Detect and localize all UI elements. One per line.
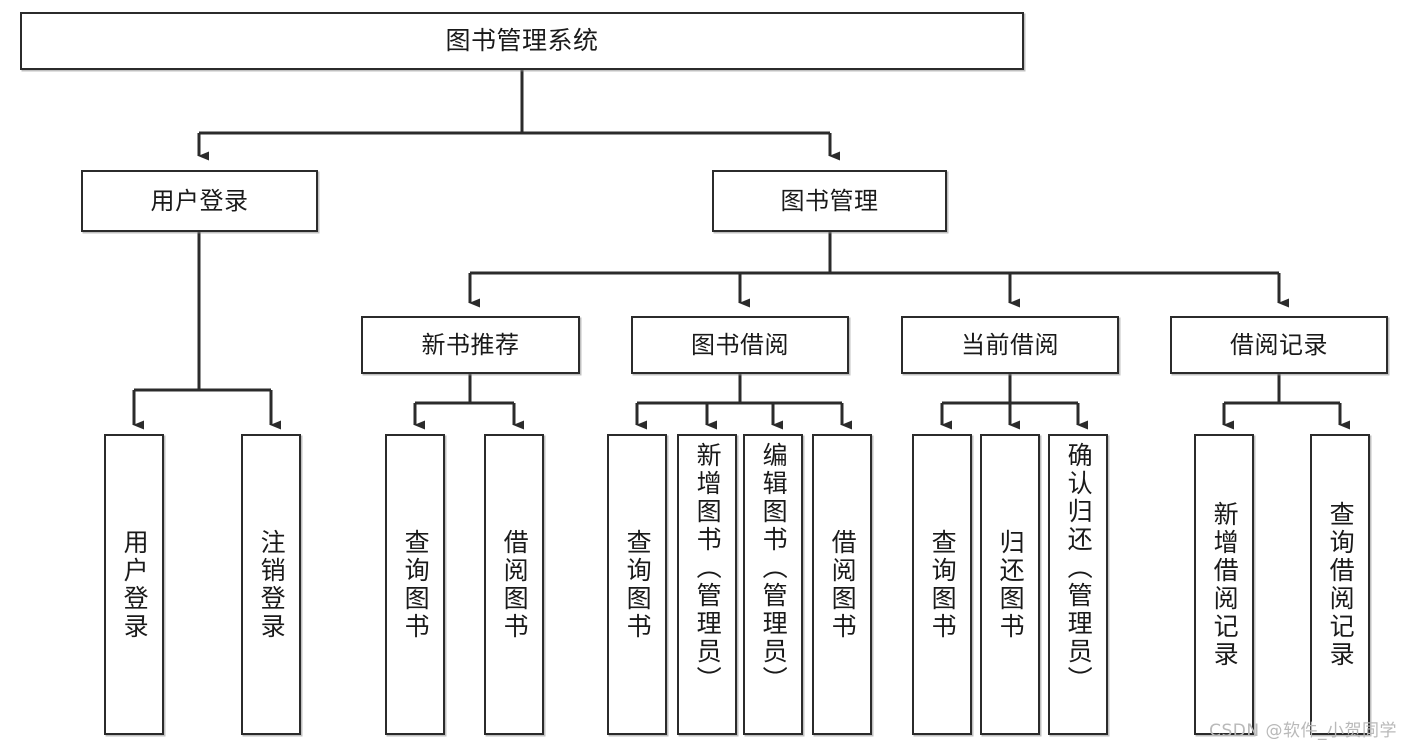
leaf-query-book-current[interactable]: 查询图书 [912,434,972,735]
node-label: 用户登录 [150,186,249,215]
node-label: 查询借阅记录 [1326,500,1356,669]
node-label: 用户登录 [120,528,150,641]
node-label: 借阅图书 [828,528,858,641]
node-label: 借阅图书 [500,528,530,641]
node-label: 借阅记录 [1230,330,1328,359]
node-user-login[interactable]: 用户登录 [81,170,318,232]
leaf-borrow-book[interactable]: 借阅图书 [812,434,872,735]
leaf-add-book-admin[interactable]: 新增图书（管理员） [677,434,737,735]
leaf-user-login[interactable]: 用户登录 [104,434,164,735]
node-label: 图书管理 [780,186,879,215]
node-label: 图书管理系统 [445,26,599,56]
leaf-add-borrow-record[interactable]: 新增借阅记录 [1194,434,1254,735]
leaf-query-book-borrow[interactable]: 查询图书 [607,434,667,735]
node-label: 新书推荐 [421,330,520,359]
node-new-book-recommend[interactable]: 新书推荐 [361,316,580,374]
leaf-return-book[interactable]: 归还图书 [980,434,1040,735]
node-label: 新增借阅记录 [1210,500,1240,669]
leaf-confirm-return-admin[interactable]: 确认归还（管理员） [1048,434,1108,735]
node-label: 查询图书 [401,528,431,641]
node-label: 确认归还（管理员） [1064,442,1094,694]
node-label: 新增图书（管理员） [693,442,723,694]
node-root-book-management-system[interactable]: 图书管理系统 [20,12,1024,70]
node-book-borrow[interactable]: 图书借阅 [631,316,849,374]
leaf-edit-book-admin[interactable]: 编辑图书（管理员） [743,434,803,735]
node-label: 查询图书 [928,528,958,641]
node-label: 注销登录 [257,528,287,641]
node-label: 图书借阅 [691,330,789,359]
node-label: 查询图书 [623,528,653,641]
leaf-query-book-recommend[interactable]: 查询图书 [385,434,445,735]
node-book-management[interactable]: 图书管理 [712,170,947,232]
node-borrow-record[interactable]: 借阅记录 [1170,316,1388,374]
node-label: 当前借阅 [961,330,1059,359]
leaf-query-borrow-record[interactable]: 查询借阅记录 [1310,434,1370,735]
leaf-borrow-book-recommend[interactable]: 借阅图书 [484,434,544,735]
leaf-logout-login[interactable]: 注销登录 [241,434,301,735]
node-label: 编辑图书（管理员） [759,442,789,694]
node-current-borrow[interactable]: 当前借阅 [901,316,1119,374]
node-label: 归还图书 [996,528,1026,641]
